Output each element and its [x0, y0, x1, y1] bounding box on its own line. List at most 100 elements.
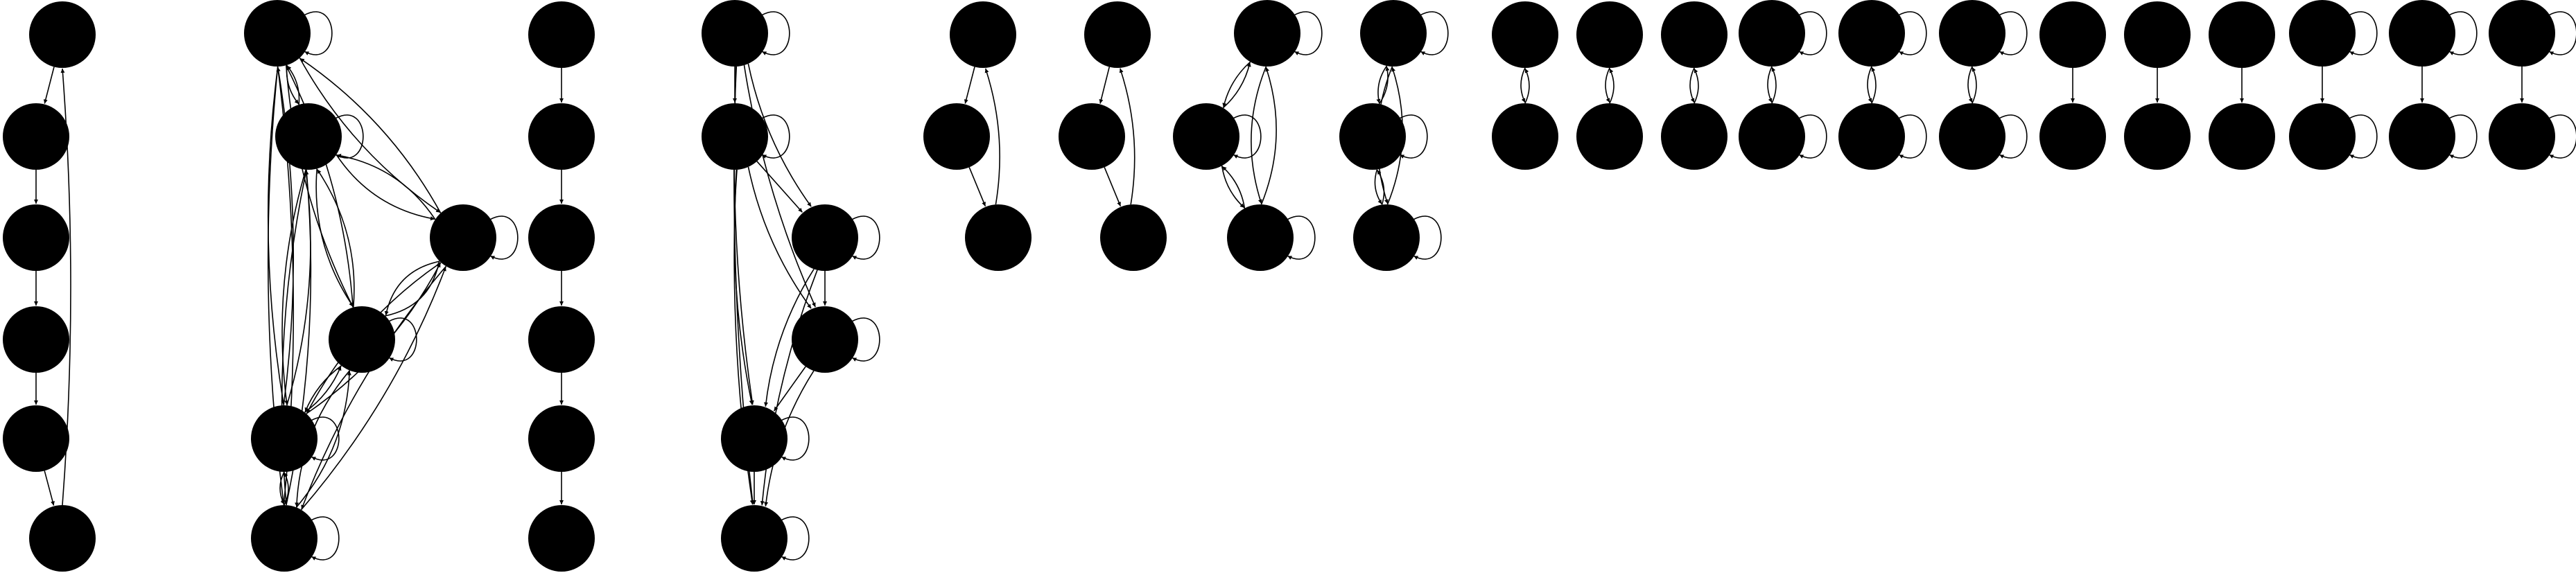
edge-n2-to-n1	[1972, 67, 1977, 104]
graph-node-d1	[702, 0, 768, 67]
edge-g1-to-g2	[1222, 61, 1251, 107]
graph-node-l1	[1739, 0, 1805, 67]
edge-b5-to-b4	[304, 366, 342, 413]
graph-node-o1	[2039, 1, 2106, 68]
self-loop-g2	[1233, 114, 1262, 159]
self-loop-d1	[762, 11, 790, 55]
self-loop-d5	[781, 416, 810, 461]
edge-n1-to-n2	[1967, 66, 1973, 103]
edge-d3-to-d5	[763, 268, 815, 407]
edge-i2-to-i1	[1524, 68, 1530, 104]
edge-b6-to-b5	[284, 472, 289, 506]
graph-node-b1	[244, 0, 311, 67]
graph-node-g2	[1173, 103, 1239, 170]
graph-node-b5	[251, 405, 317, 472]
graph-node-d2	[702, 103, 768, 170]
edge-d4-to-d5	[773, 366, 806, 412]
graph-node-g3	[1227, 204, 1294, 271]
edge-j2-to-j1	[1609, 68, 1615, 104]
graph-node-i1	[1492, 1, 1558, 68]
edge-f2-to-f3	[1104, 167, 1122, 207]
self-loop-b4	[389, 317, 417, 362]
graph-node-m1	[1838, 0, 1905, 67]
graph-node-b3	[430, 204, 496, 271]
edge-i1-to-i2	[1520, 67, 1526, 103]
graph-node-t1	[2489, 0, 2555, 67]
self-loop-b5	[311, 416, 340, 461]
graph-node-a2	[3, 103, 69, 170]
graph-node-h3	[1353, 204, 1420, 271]
edge-g2-to-g3	[1221, 166, 1245, 209]
edge-b2-to-b5	[281, 169, 306, 405]
graph-node-a6	[29, 505, 96, 572]
graph-node-d3	[792, 204, 858, 271]
self-loop-g3	[1287, 215, 1316, 260]
graph-node-g1	[1234, 0, 1300, 67]
self-loop-b1	[304, 11, 333, 55]
self-loop-s2	[2449, 114, 2478, 159]
edge-b1-to-b3	[299, 58, 441, 213]
graph-node-c6	[528, 505, 595, 572]
edges-layer	[34, 11, 2576, 561]
graph-node-p1	[2124, 1, 2191, 68]
edge-h3-to-h2	[1377, 170, 1385, 205]
edge-k1-to-k2	[1689, 67, 1695, 103]
edge-b5-to-b6	[279, 471, 285, 505]
self-loop-b6	[311, 516, 340, 561]
edge-f3-to-f1	[1119, 68, 1135, 205]
graph-node-h1	[1360, 0, 1427, 67]
edge-h1-to-h2	[1376, 65, 1388, 104]
self-loop-h3	[1413, 215, 1442, 260]
self-loop-n1	[1999, 11, 2028, 55]
edge-m2-to-m1	[1871, 67, 1877, 104]
edge-e3-to-e1	[984, 68, 1000, 205]
graph-node-h2	[1339, 103, 1406, 170]
graph-node-c5	[528, 405, 595, 472]
edge-b3-to-b4	[384, 261, 440, 316]
graph-node-f2	[1059, 103, 1125, 170]
graph-node-r1	[2289, 0, 2356, 67]
self-loop-n2	[1999, 114, 2028, 159]
graph-node-m2	[1838, 103, 1905, 170]
graph-node-t2	[2489, 103, 2555, 170]
self-loop-h1	[1420, 11, 1449, 55]
graph-node-c3	[528, 204, 595, 271]
edge-a1-to-a2	[43, 67, 55, 104]
edge-a5-to-a6	[44, 470, 55, 506]
edge-g2-to-g1	[1222, 62, 1251, 109]
self-loop-d2	[762, 114, 790, 159]
graph-node-j1	[1576, 1, 1643, 68]
edge-g3-to-g2	[1221, 166, 1246, 209]
edge-d3-to-d6	[760, 270, 818, 506]
edge-k2-to-k1	[1694, 68, 1699, 104]
graph-node-e2	[923, 103, 990, 170]
graph-node-i2	[1492, 103, 1558, 170]
graph-node-b2	[275, 103, 342, 170]
graph-node-r2	[2289, 103, 2356, 170]
graph-node-n1	[1939, 0, 2005, 67]
edge-d1-to-d4	[743, 64, 816, 308]
graph-node-d6	[721, 505, 787, 572]
graph-node-c2	[528, 103, 595, 170]
edge-b4-to-b2	[316, 168, 355, 308]
edge-b6-to-b4	[295, 371, 351, 508]
edge-b2-to-b4	[315, 168, 354, 308]
self-loop-l2	[1799, 114, 1827, 159]
self-loop-s1	[2449, 11, 2478, 55]
edge-d2-to-d3	[756, 161, 803, 213]
nodes-layer	[3, 0, 2555, 572]
self-loop-t1	[2549, 11, 2576, 55]
graph-node-p2	[2124, 103, 2191, 170]
self-loop-d3	[852, 215, 880, 260]
graph-node-e3	[965, 204, 1032, 271]
self-loop-h2	[1400, 114, 1428, 159]
edge-l2-to-l1	[1771, 67, 1777, 104]
self-loop-l1	[1799, 11, 1827, 55]
edge-e2-to-e3	[968, 167, 986, 207]
edge-g1-to-g3	[1251, 66, 1267, 204]
graph-node-q1	[2209, 1, 2275, 68]
graph-node-b4	[329, 306, 395, 373]
graph-node-l2	[1739, 103, 1805, 170]
edge-b3-to-b2	[336, 153, 436, 220]
